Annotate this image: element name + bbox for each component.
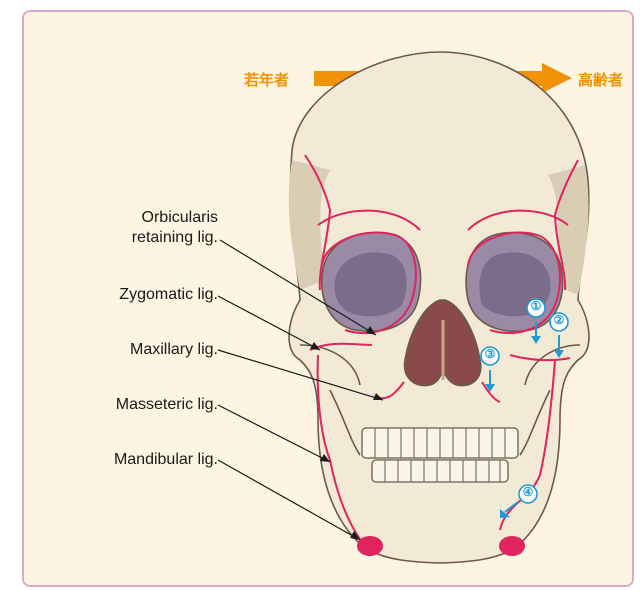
mandibular-label: Mandibular lig. [58,450,218,470]
orbicularis-label-line1: Orbicularis [96,208,218,228]
age-label-young: 若年者 [244,69,289,90]
right-mandibular-dot [499,536,525,556]
age-label-old: 高齢者 [578,69,623,90]
marker-4-label: ④ [520,485,536,499]
marker-2-label: ② [551,313,567,327]
orbicularis-label: Orbicularis retaining lig. [96,208,218,248]
maxillary-label: Maxillary lig. [78,340,218,360]
orbicularis-label-line2: retaining lig. [96,228,218,248]
lower-teeth [372,460,508,482]
marker-1-label: ① [528,299,544,313]
leader-masseteric [218,405,330,462]
teeth [362,428,518,482]
marker-3-label: ③ [482,347,498,361]
masseteric-label: Masseteric lig. [58,395,218,415]
left-mandibular-dot [357,536,383,556]
zygomatic-label: Zygomatic lig. [78,285,218,305]
age-arrow-head [542,63,572,93]
